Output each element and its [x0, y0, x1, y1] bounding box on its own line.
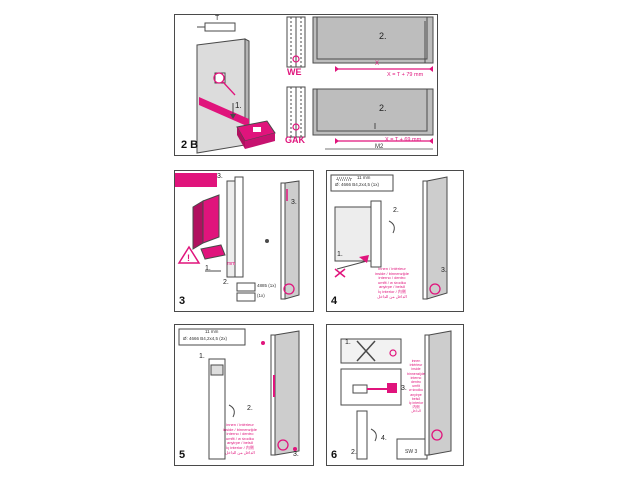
translation-line: İç interior	[408, 400, 424, 405]
step-3-label: 3.	[217, 173, 223, 180]
translation-line: inside / binnenzijde	[374, 270, 410, 276]
spec-line-2: Ø: 4666 B4,2x4,5 (1x)	[335, 182, 380, 187]
translation-line: interno / dentro	[226, 431, 254, 437]
step-1-label: 1.	[199, 353, 205, 360]
mm-label: mm	[227, 261, 236, 267]
panel-step-5: 11 mm Ø: 4666 B4,2x4,5 (2x) 1. 2. 3. inn…	[174, 324, 314, 466]
panel-step-4: 11 mm Ø: 4666 B4,2x4,5 (1x) 2. 1. 3. inn…	[326, 170, 464, 312]
step-5-illustration	[178, 328, 300, 460]
tool-label: SW 3	[405, 449, 418, 455]
part-qty-label: (1x)	[257, 293, 265, 298]
step-number: 5	[179, 449, 186, 461]
spec-line-1: 11 mm	[205, 329, 219, 334]
step-6-illustration	[340, 330, 452, 460]
step-2-label-gak: 2.	[379, 103, 387, 113]
step-4-illustration	[330, 174, 448, 300]
formula-gak: X = T + 69 mm	[385, 137, 422, 143]
step-2-label: 2.	[379, 31, 387, 41]
step-1-label: 1.	[337, 251, 343, 258]
translation-line: الداخل من الداخل	[225, 449, 255, 455]
step-number: 6	[331, 449, 338, 461]
m2-label: M2	[375, 144, 384, 150]
translation-line: innen	[411, 359, 421, 363]
translation-line: dentro	[411, 379, 421, 384]
translation-line: innen / intérieur	[378, 266, 406, 271]
step-4-label: 4.	[381, 435, 387, 442]
translation-line: innen / intérieur	[226, 422, 254, 427]
panel-step-3: ! 3. 3. 1. 2. mm 4885 (1x) (1x) 3	[155, 170, 314, 312]
step-2-label: 2.	[223, 279, 229, 286]
translation-line: umfit / w środku	[377, 279, 406, 285]
translation-line: الداخل من الداخل	[377, 293, 407, 299]
translation-line: belső	[411, 396, 421, 401]
inside-translations: innen intérieur inside binnenzijde inter…	[405, 359, 427, 413]
inside-translations: innen / intérieur inside / binnenzijde i…	[209, 422, 271, 455]
step-1-label: 1.	[205, 265, 211, 272]
step-3-label-right: 3.	[291, 199, 297, 206]
translation-line: w środku	[408, 388, 423, 393]
dim-t-label: T	[215, 15, 220, 22]
translation-line: binnenzijde	[407, 371, 425, 376]
spec-line-2: Ø: 4666 B4,2x4,5 (2x)	[183, 336, 228, 341]
translation-line: inside / binnenzijde	[222, 426, 258, 432]
translation-line: anyirpe / belső	[226, 440, 253, 446]
step-1-label: 1.	[235, 101, 242, 110]
step-1-label: 1.	[345, 339, 351, 346]
part-code-label: 4885 (1x)	[257, 283, 277, 288]
translation-line: İç interior / 内侧	[226, 444, 254, 450]
step-3-label: 3.	[401, 385, 407, 392]
translation-line: umfit	[412, 384, 420, 389]
step-number: 3	[179, 295, 186, 307]
step-number: 4	[331, 295, 338, 307]
spec-line-1: 11 mm	[357, 175, 371, 180]
step-number: 2 B	[181, 139, 199, 151]
panel-step-2b: T 1. 2. 2. WE GAK X = T + 79 mm X = T + …	[174, 14, 438, 156]
translation-line: inside	[411, 367, 421, 372]
step-3-label: 3.	[441, 267, 447, 274]
translation-line: interno / dentro	[378, 275, 406, 281]
step-2-label: 2.	[393, 207, 399, 214]
panel-step-6: 1. 2. 3. 4. SW 3 innen intérieur inside …	[326, 324, 464, 466]
formula-we: X = T + 79 mm	[387, 72, 424, 78]
step-2b-illustration	[196, 16, 434, 154]
we-label: WE	[287, 67, 302, 77]
inside-translations: innen / intérieur inside / binnenzijde i…	[361, 266, 423, 299]
translation-line: İç interior / 内侧	[378, 288, 406, 294]
translation-line: umfit / w środku	[225, 435, 254, 441]
gak-label: GAK	[285, 135, 305, 145]
translation-line: interno	[410, 375, 422, 380]
translation-line: intérieur	[409, 363, 423, 368]
step-2-label: 2.	[351, 449, 357, 456]
svg-text:!: !	[187, 253, 190, 263]
translation-line: الداخل	[411, 409, 421, 414]
translation-line: anyirpe / belső	[378, 284, 405, 290]
translation-line: 内侧	[412, 405, 420, 410]
translation-line: anyirpe	[410, 392, 422, 397]
step-3-label: 3.	[293, 451, 299, 458]
step-2-label: 2.	[247, 405, 253, 412]
x-label: X	[375, 61, 380, 67]
step-3-illustration: !	[155, 173, 300, 302]
